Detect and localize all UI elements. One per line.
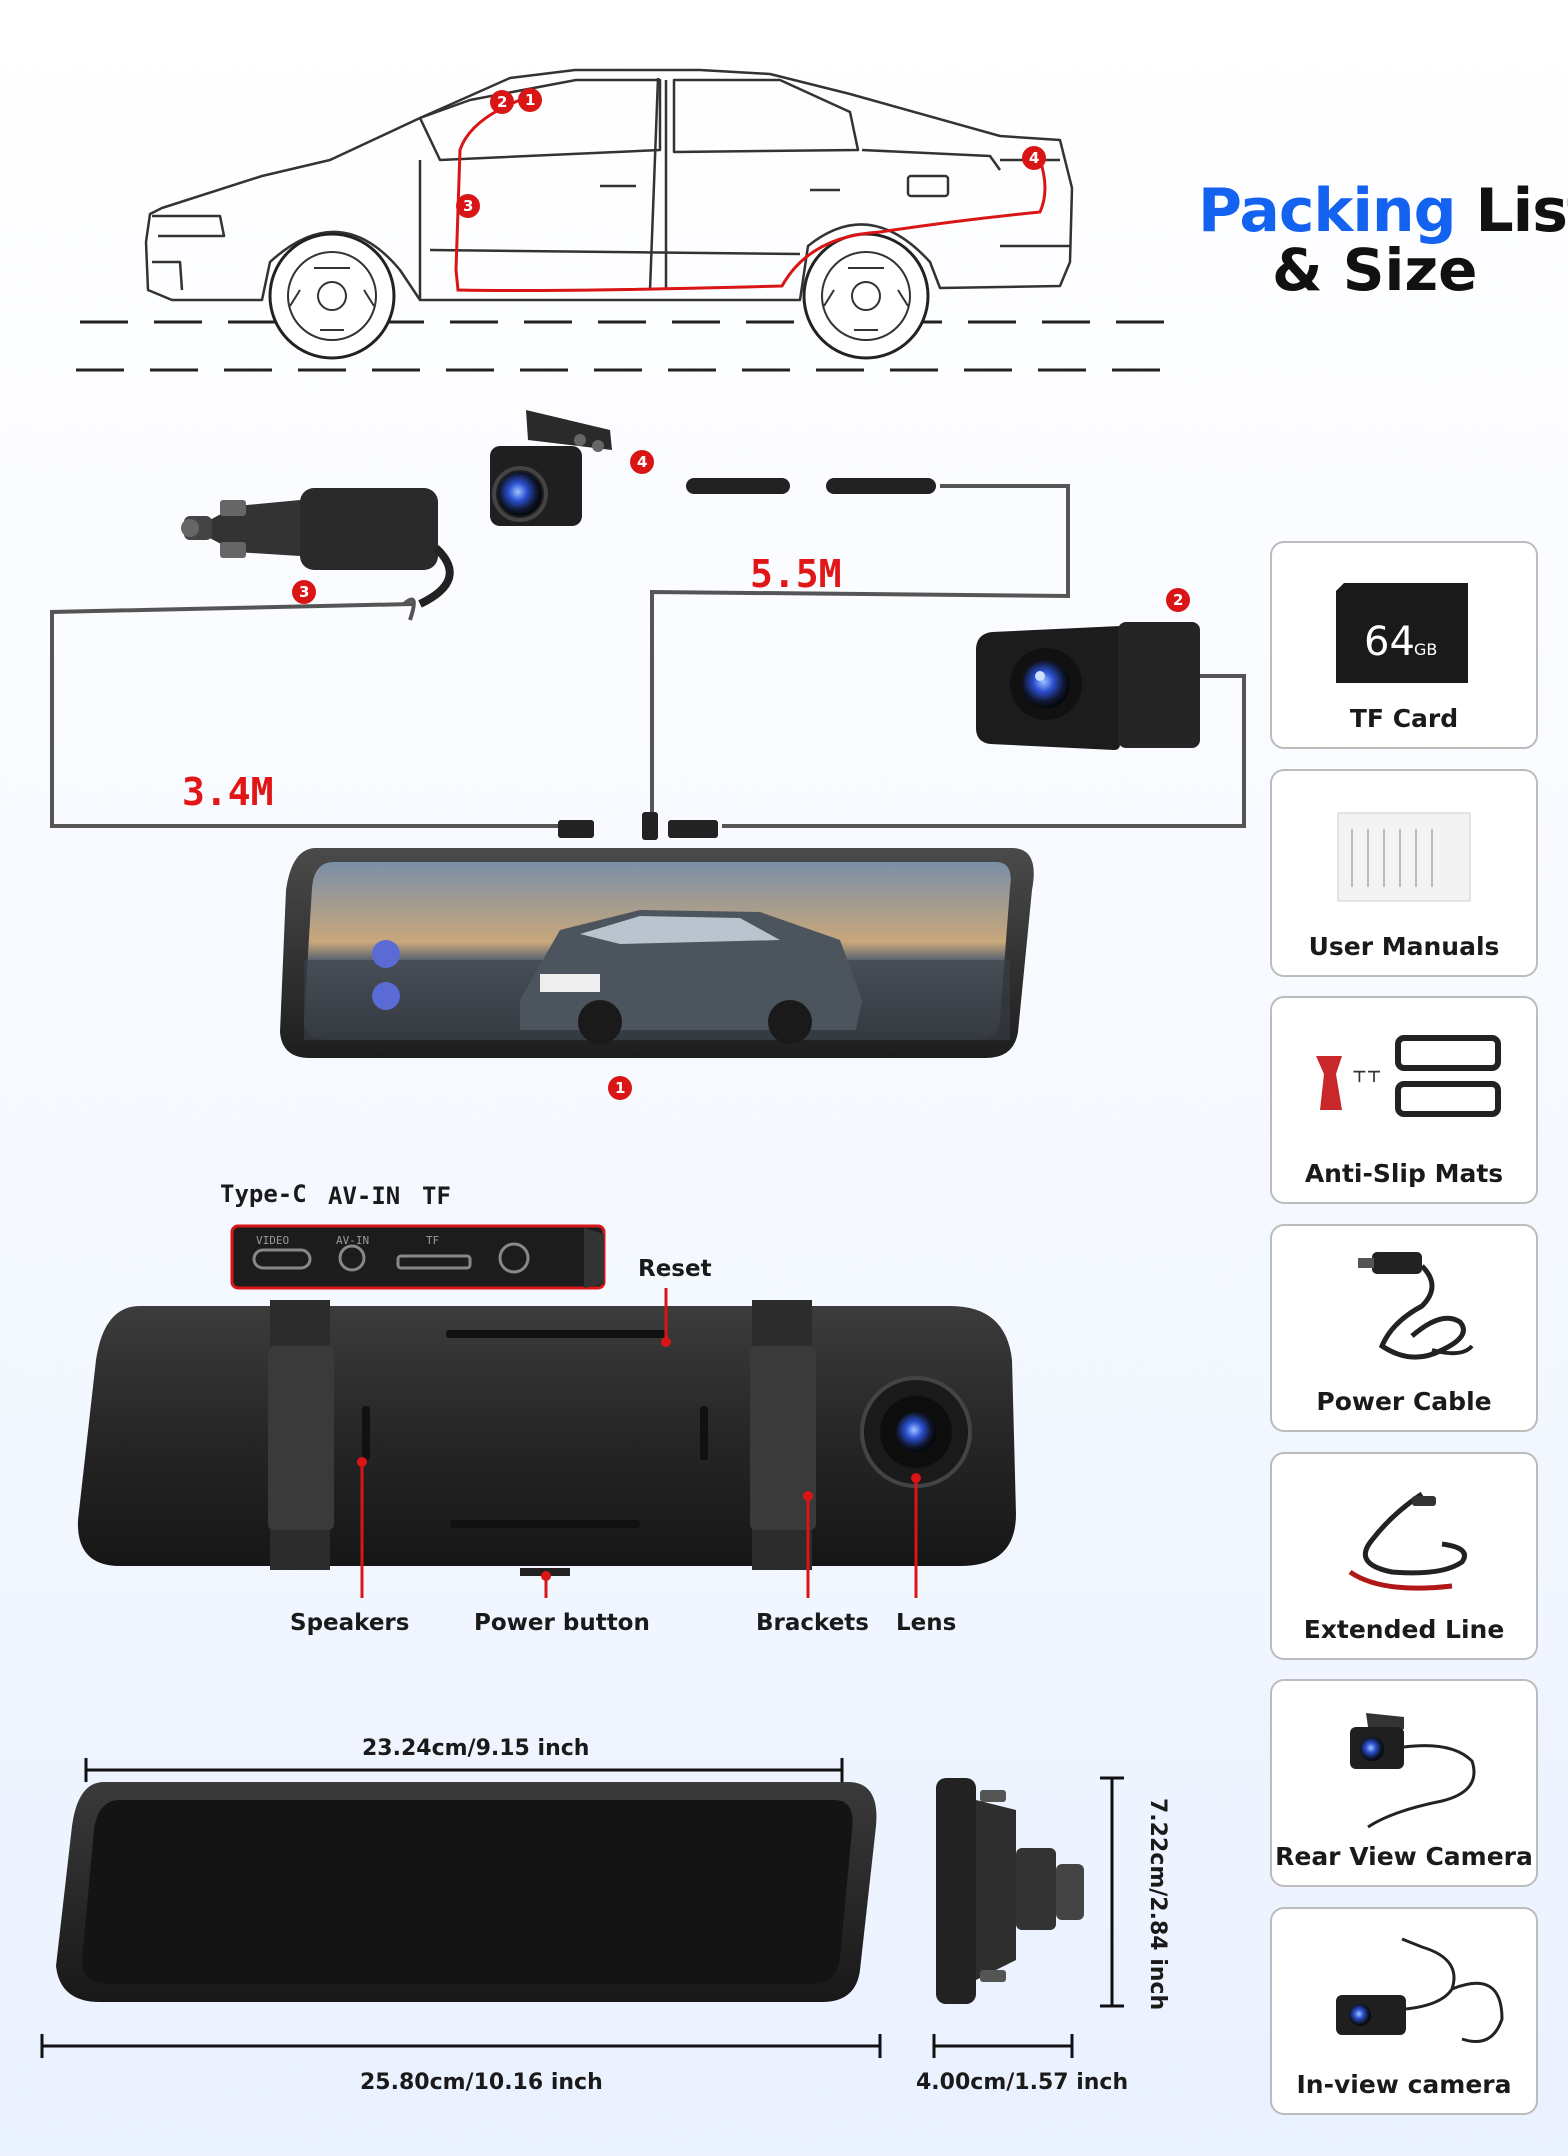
power-cable-icon: [1358, 1252, 1474, 1360]
cable-length-power: 3.4M: [182, 770, 274, 814]
label-lens: Lens: [896, 1610, 957, 1636]
title-size: & Size: [1272, 236, 1478, 304]
car-outline: [144, 68, 1074, 302]
dim-bottom-width: 25.80cm/10.16 inch: [360, 2070, 603, 2095]
cable-length-rear: 5.5M: [750, 552, 842, 596]
port-label-typec: Type-C: [220, 1180, 307, 1208]
extended-line-icon: [1348, 1491, 1467, 1591]
packing-item-tf-card: 64 GB TF Card: [1270, 541, 1538, 749]
mirror-back: [77, 1300, 1017, 1576]
callout-dots: [357, 1337, 921, 1581]
packing-item-user-manuals: User Manuals: [1270, 769, 1538, 977]
label-power-button: Power button: [474, 1610, 650, 1636]
port-label-tf: TF: [422, 1182, 451, 1210]
rear-camera-icon: [1350, 1713, 1476, 1829]
label-speakers: Speakers: [290, 1610, 410, 1636]
in-view-camera-device: [976, 622, 1200, 750]
packing-label: Rear View Camera: [1275, 1842, 1533, 1871]
connectors: [558, 478, 936, 840]
label-reset: Reset: [638, 1256, 712, 1282]
sd-capacity-unit: GB: [1414, 640, 1437, 659]
packing-label: Extended Line: [1303, 1615, 1505, 1644]
title-rest: List: [1475, 176, 1568, 246]
dimension-lines: [40, 1758, 1124, 2058]
mirror-front: [280, 848, 1034, 1058]
car-front-wheel: [268, 232, 396, 360]
packing-label: TF Card: [1349, 704, 1459, 733]
dim-depth: 4.00cm/1.57 inch: [916, 2070, 1129, 2095]
anti-slip-mat-icon: ⊤⊤: [1316, 1035, 1501, 1117]
packing-label: Power Cable: [1316, 1387, 1492, 1416]
rear-camera-device: [490, 410, 612, 526]
dim-height: 7.22cm/2.84 inch: [1145, 1798, 1170, 2011]
mirror-front-marker: [608, 1076, 632, 1100]
sd-capacity: 64: [1364, 619, 1415, 665]
manual-icon: [1337, 812, 1471, 902]
svg-text:⊤⊤: ⊤⊤: [1352, 1067, 1381, 1086]
in-view-camera-icon: [1336, 1937, 1504, 2043]
dim-top-width: 23.24cm/9.15 inch: [362, 1736, 590, 1761]
packing-label: User Manuals: [1308, 932, 1500, 961]
label-brackets: Brackets: [756, 1610, 869, 1636]
packing-item-rear-view-camera: Rear View Camera: [1270, 1679, 1538, 1887]
port-panel: [230, 1224, 606, 1290]
packing-label: In-view camera: [1296, 2070, 1512, 2099]
cable-lines: [50, 484, 1246, 828]
car-charger: [181, 488, 454, 608]
packing-item-extended-line: Extended Line: [1270, 1452, 1538, 1660]
packing-item-in-view-camera: In-view camera: [1270, 1907, 1538, 2115]
diagram-markers: [292, 450, 1190, 612]
packing-item-anti-slip-mats: ⊤⊤ Anti-Slip Mats: [1270, 996, 1538, 1204]
title-packing-list: Packing List: [1198, 176, 1568, 246]
size-front-view: [56, 1782, 877, 2002]
panel-mark-video: VIDEO: [256, 1234, 290, 1247]
car-rear-wheel: [802, 232, 930, 360]
tf-card-icon: 64 GB: [1336, 583, 1468, 683]
port-label-avin: AV-IN: [328, 1182, 401, 1210]
car-markers: [456, 88, 1046, 218]
panel-mark-tf: TF: [426, 1234, 440, 1247]
packing-label: Anti-Slip Mats: [1304, 1159, 1504, 1188]
packing-item-power-cable: Power Cable: [1270, 1224, 1538, 1432]
title-highlight: Packing: [1198, 176, 1457, 246]
road-lines: [76, 320, 1180, 372]
size-side-view: [936, 1778, 1084, 2004]
car-wiring-route: [454, 98, 1047, 292]
panel-mark-avin: AV-IN: [336, 1234, 370, 1247]
